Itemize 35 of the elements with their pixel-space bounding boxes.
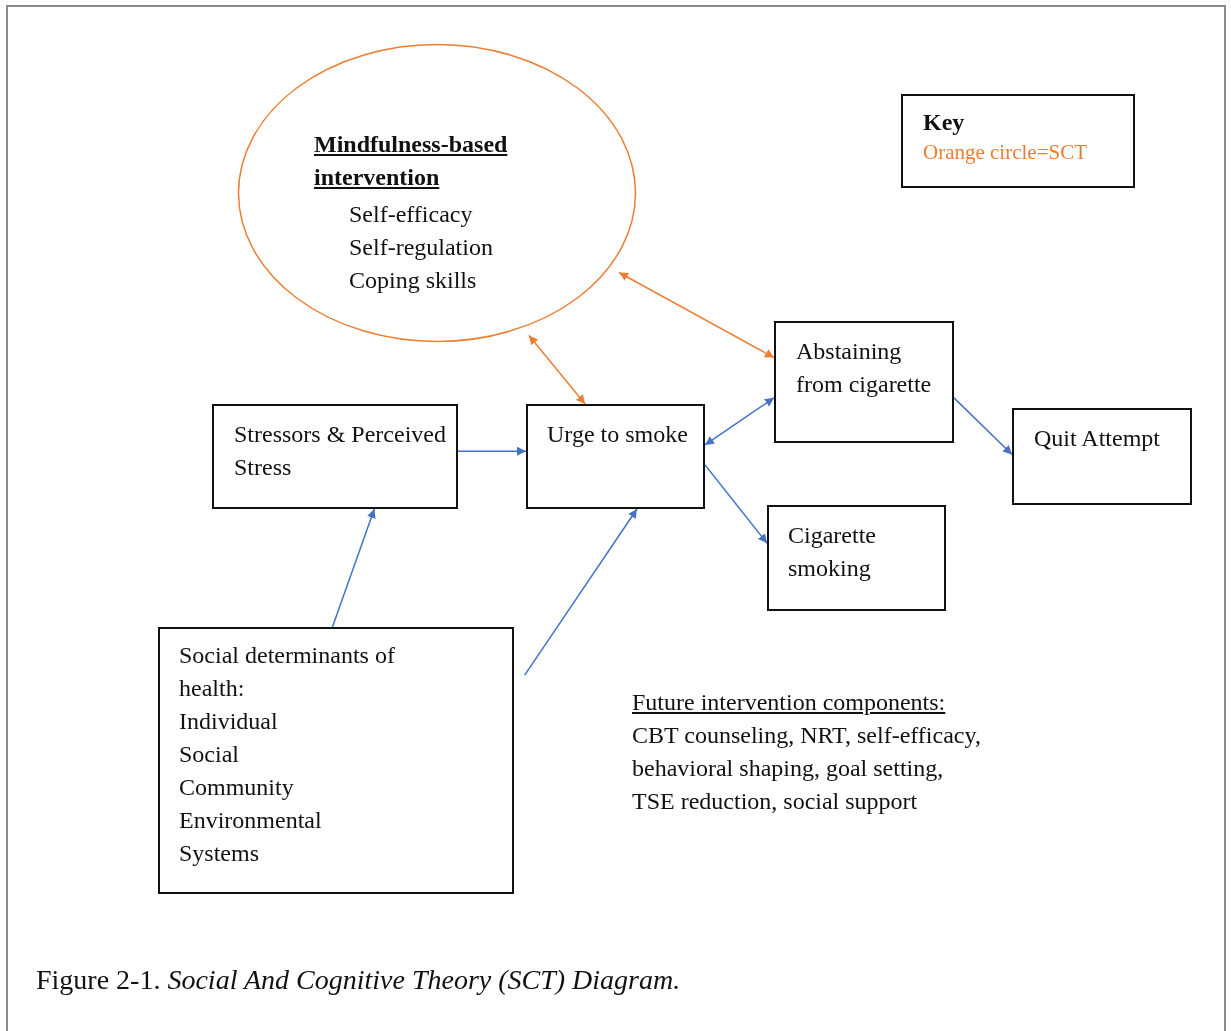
arrow [704,397,775,446]
list-item: Systems [179,839,259,868]
arrow [528,334,586,405]
node-heading: Mindfulness-based intervention [314,130,509,192]
arrow [523,508,638,676]
process-box [774,321,954,443]
list-item: Community [179,773,294,802]
note-heading: Future intervention components: [632,688,946,717]
list-item: Social [179,740,239,769]
process-box [526,404,705,509]
arrow [704,464,768,544]
node-label: Urge to smoke [547,420,688,449]
node-label: Stressors & Perceived Stress [234,420,447,482]
process-box [1012,408,1192,505]
key-text: Orange circle=SCT [923,139,1088,165]
list-item: Self-regulation [349,233,493,262]
node-label: Cigarette smoking [788,521,877,583]
key-box [901,94,1135,188]
list-item: Environmental [179,806,322,835]
node-label: Quit Attempt [1034,424,1160,453]
list-item: Coping skills [349,266,477,295]
node-heading: Social determinants of health: [179,641,396,703]
node-label: Abstaining from cigarette [796,337,933,399]
list-item: Self-efficacy [349,200,473,229]
arrow [457,446,527,456]
key-heading: Key [923,108,965,137]
note-text: CBT counseling, NRT, self-efficacy, behavioral shaping, goal setting, TSE reduction, social support [632,721,982,816]
arrow [953,397,1013,456]
arrow [331,508,376,628]
process-box [158,627,514,894]
list-item: Individual [179,707,278,736]
process-box [767,505,946,611]
arrow [618,271,775,359]
process-box [212,404,458,509]
figure-caption: Figure 2-1. Social And Cognitive Theory (SCT) Diagram. [36,963,681,997]
